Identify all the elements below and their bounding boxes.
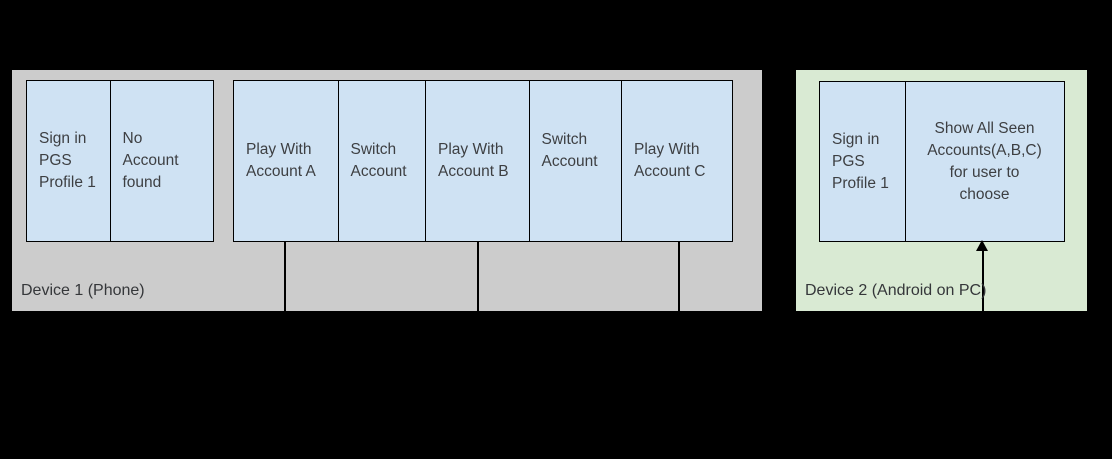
connector-line-account-b: [477, 242, 479, 311]
box-sign-in-pgs-profile-1: Sign in PGS Profile 1: [26, 80, 111, 242]
connector-line-account-a: [284, 242, 286, 311]
arrow-head-icon: [976, 240, 988, 251]
box-sign-in-pgs-profile-1-device2-text: Sign in PGS Profile 1: [832, 130, 889, 192]
device1-phone-container: Sign in PGS Profile 1 No Account found P…: [12, 70, 762, 311]
arrow-line-into-accounts-box: [982, 248, 984, 311]
box-no-account-found: No Account found: [109, 80, 214, 242]
box-play-with-account-c: Play With Account C: [621, 80, 733, 242]
device2-signin-group: Sign in PGS Profile 1 Show All Seen Acco…: [819, 81, 1065, 242]
box-show-all-seen-accounts: Show All Seen Accounts(A,B,C) for user t…: [904, 81, 1065, 242]
box-sign-in-pgs-profile-1-text: Sign in PGS Profile 1: [39, 130, 96, 191]
device1-accounts-group: Play With Account A Switch Account Play …: [233, 80, 733, 242]
device2-label: Device 2 (Android on PC): [805, 282, 987, 299]
device2-android-pc-container: Sign in PGS Profile 1 Show All Seen Acco…: [796, 70, 1087, 311]
box-play-with-account-a-text: Play With Account A: [246, 141, 316, 180]
box-switch-account-2: Switch Account: [528, 80, 623, 242]
box-show-all-seen-accounts-text: Show All Seen Accounts(A,B,C) for user t…: [927, 119, 1042, 203]
box-play-with-account-c-text: Play With Account C: [634, 141, 706, 180]
box-play-with-account-b: Play With Account B: [425, 80, 530, 242]
device1-label: Device 1 (Phone): [21, 282, 145, 299]
box-switch-account-1: Switch Account: [337, 80, 427, 242]
box-sign-in-pgs-profile-1-device2: Sign in PGS Profile 1: [819, 81, 906, 242]
box-switch-account-2-text: Switch Account: [541, 131, 598, 170]
box-no-account-found-text: No Account found: [122, 130, 179, 191]
device1-signin-group: Sign in PGS Profile 1 No Account found: [26, 80, 214, 242]
box-play-with-account-b-text: Play With Account B: [438, 141, 509, 180]
box-switch-account-1-text: Switch Account: [350, 141, 407, 180]
connector-line-account-c: [678, 242, 680, 311]
box-play-with-account-a: Play With Account A: [233, 80, 339, 242]
